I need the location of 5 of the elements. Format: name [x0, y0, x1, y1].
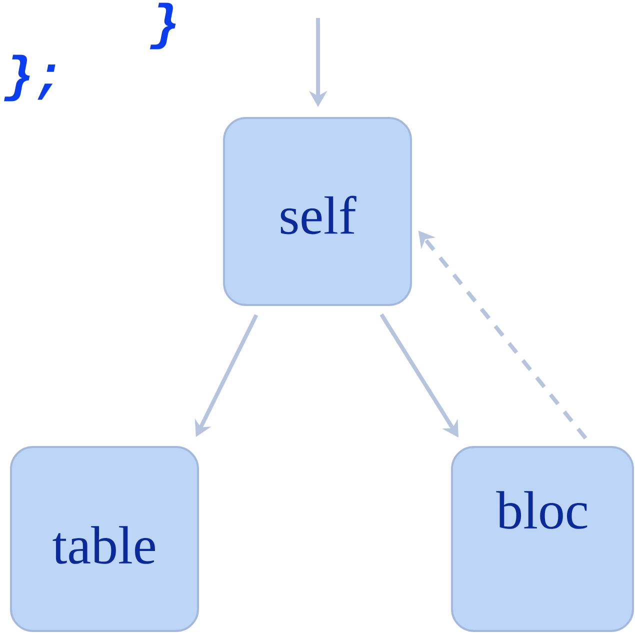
process-box: self — [223, 117, 412, 306]
code-text: } — [150, 2, 176, 50]
process-box: table — [10, 446, 199, 632]
process-box: bloc — [451, 446, 634, 632]
code-text: }; — [4, 54, 56, 102]
